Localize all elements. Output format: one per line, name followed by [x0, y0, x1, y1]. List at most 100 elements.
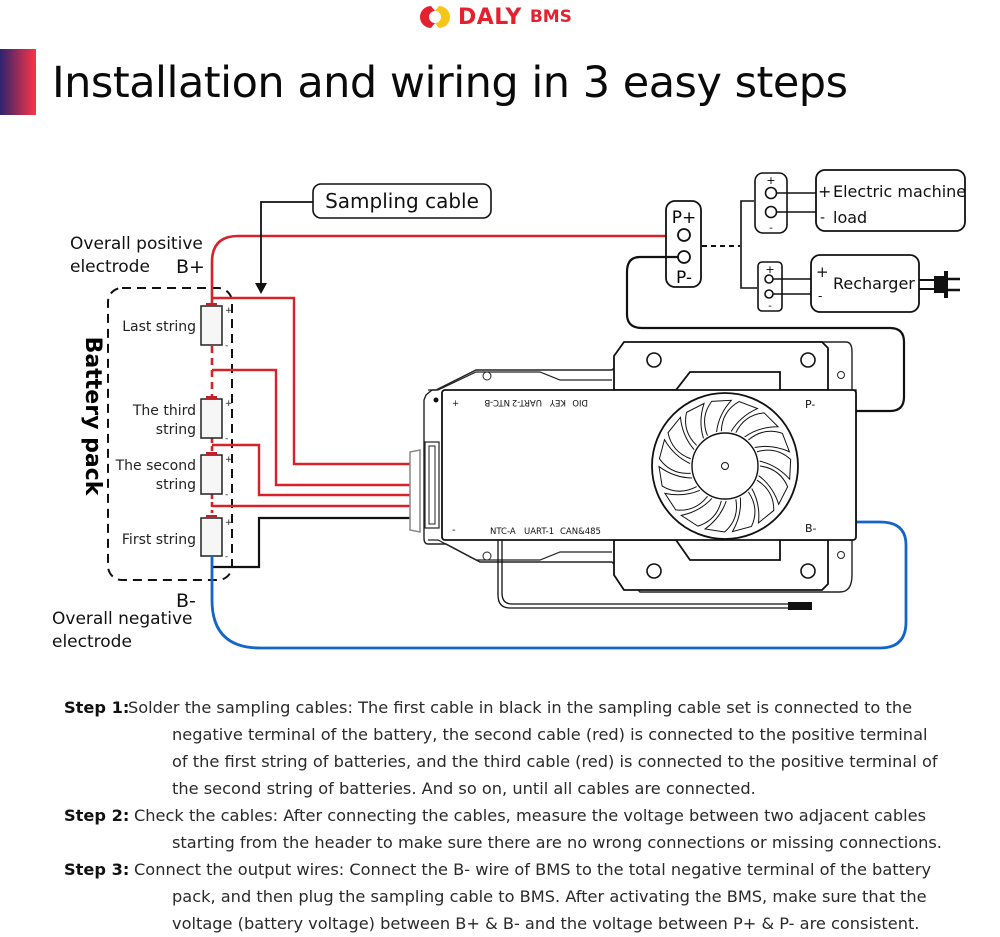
cell-third: [200, 396, 223, 439]
sampling-callout-arrow-icon: [255, 283, 267, 294]
p-plus-label: P+: [672, 208, 697, 228]
daly-bms-logo: DALY BMS: [418, 2, 572, 32]
load-wires: [776, 192, 817, 213]
cell-last: [200, 303, 223, 346]
step-1: Step 1: Solder the sampling cables: The …: [64, 694, 994, 802]
battery-pack-outline: [107, 287, 233, 581]
step-1-label: Step 1:: [64, 698, 130, 717]
p-terminal-block: [665, 200, 702, 288]
overall-positive-label-1: Overall positive: [70, 234, 203, 254]
fan-blade: [748, 430, 791, 453]
bms-port-ntcb: NTC-B: [484, 397, 510, 407]
fan-blade: [685, 402, 705, 446]
fan-blade: [758, 465, 789, 506]
recharger-terminal-plus: [764, 274, 774, 284]
step-3-line-2: pack, and then plug the sampling cable t…: [172, 887, 927, 906]
b-plus-label: B+: [176, 256, 205, 278]
steps-section: Step 1: Solder the sampling cables: The …: [64, 694, 994, 937]
svg-text:-: -: [225, 490, 228, 500]
recharger-connector-minus: -: [768, 301, 772, 312]
string-label-first: First string: [122, 532, 196, 548]
ntc-sensor-cable: [497, 540, 790, 609]
bms-minus-label: -: [452, 525, 456, 536]
step-2-line-1: Check the cables: After connecting the c…: [134, 806, 927, 825]
fan-blade: [658, 465, 697, 492]
fan-blade: [703, 499, 737, 533]
load-connector-minus: -: [769, 223, 773, 234]
bms-port-can485: CAN&485: [560, 527, 601, 537]
fan-blade: [679, 498, 722, 527]
recharger-box: [810, 254, 920, 313]
logo-brand-text: DALY: [458, 4, 522, 30]
output-branch-wire: [740, 200, 757, 289]
fan-blade: [704, 399, 733, 436]
step-2-label: Step 2:: [64, 806, 130, 825]
load-label: load: [833, 208, 867, 227]
string-label-second-2: string: [156, 477, 196, 493]
load-connector: [754, 172, 788, 234]
svg-text:-: -: [225, 434, 228, 444]
power-plug-icon: [919, 271, 960, 298]
step-3-label: Step 3:: [64, 860, 130, 879]
svg-text:+: +: [225, 518, 233, 528]
sampling-callout-leader: [260, 201, 313, 285]
svg-text:+: +: [225, 455, 233, 465]
sampling-wire-third: [212, 443, 412, 497]
electric-machine-load-box: [815, 169, 966, 232]
bms-port-uart2: UART-2: [512, 397, 542, 407]
svg-text:-: -: [225, 341, 228, 351]
sampling-wire-n: [212, 368, 412, 487]
bms-port-key: KEY: [549, 397, 566, 407]
fan-blade: [658, 438, 691, 474]
step-1-line-3: of the first string of batteries, and th…: [172, 752, 938, 771]
load-terminal-plus: [764, 186, 778, 200]
title-accent-bar: [0, 49, 36, 115]
svg-text:-: -: [225, 552, 228, 562]
string-label-second-1: The second: [115, 458, 196, 474]
sampling-wire-last: [212, 296, 412, 466]
string-label-third-1: The third: [132, 403, 196, 419]
bms-port-uart1: UART-1: [524, 527, 554, 537]
recharger-wires: [773, 278, 812, 295]
cell-polarity-marks: +- +- +- +-: [225, 306, 233, 562]
p-minus-terminal: [677, 250, 691, 264]
ntc-sensor-probe: [788, 602, 812, 610]
string-label-last: Last string: [122, 319, 196, 335]
bms-b-minus-label: B-: [805, 522, 817, 535]
bms-port-dio: DIO: [572, 397, 588, 407]
load-terminal-minus: [764, 205, 778, 219]
sampling-cable-callout-box: [312, 183, 492, 219]
overall-negative-label-1: Overall negative: [52, 609, 193, 629]
step-2-line-2: starting from the header to make sure th…: [172, 833, 942, 852]
recharger-connector-plus: +: [765, 263, 774, 276]
b-plus-wire: [210, 234, 678, 306]
electric-machine-label: Electric machine: [833, 182, 966, 201]
fan-blade: [667, 416, 695, 460]
page-title: Installation and wiring in 3 easy steps: [52, 58, 848, 108]
load-minus-sign: -: [820, 210, 825, 226]
fan-blade: [751, 479, 775, 525]
fan-blade: [735, 412, 780, 438]
load-plus-sign: +: [818, 182, 831, 201]
overall-positive-label-2: electrode: [70, 257, 150, 277]
overall-negative-label-2: electrode: [52, 632, 132, 652]
fan-blade: [756, 449, 792, 481]
wiring-diagram: Battery pack + - + - + - + - Last string The…: [52, 169, 966, 652]
p-minus-label: P-: [676, 268, 692, 288]
p-minus-wire: [625, 255, 906, 413]
recharger-minus-sign: -: [818, 289, 822, 303]
step-1-line-2: negative terminal of the battery, the se…: [172, 725, 928, 744]
recharger-terminal-minus: [764, 289, 774, 299]
step-3: Step 3: Connect the output wires: Connec…: [64, 856, 994, 937]
load-connector-plus: +: [766, 174, 775, 187]
b-minus-label: B-: [176, 590, 196, 612]
fan-blade: [663, 489, 708, 511]
bms-p-minus-label: P-: [805, 398, 815, 411]
battery-pack-label: Battery pack: [80, 337, 105, 497]
sampling-cable-label: Sampling cable: [325, 189, 479, 213]
sampling-connector-plug: [409, 449, 421, 533]
cell-first: [200, 515, 223, 557]
cooling-fan-icon: [651, 392, 799, 540]
recharger-label: Recharger: [833, 274, 915, 293]
svg-text:+: +: [225, 399, 233, 409]
